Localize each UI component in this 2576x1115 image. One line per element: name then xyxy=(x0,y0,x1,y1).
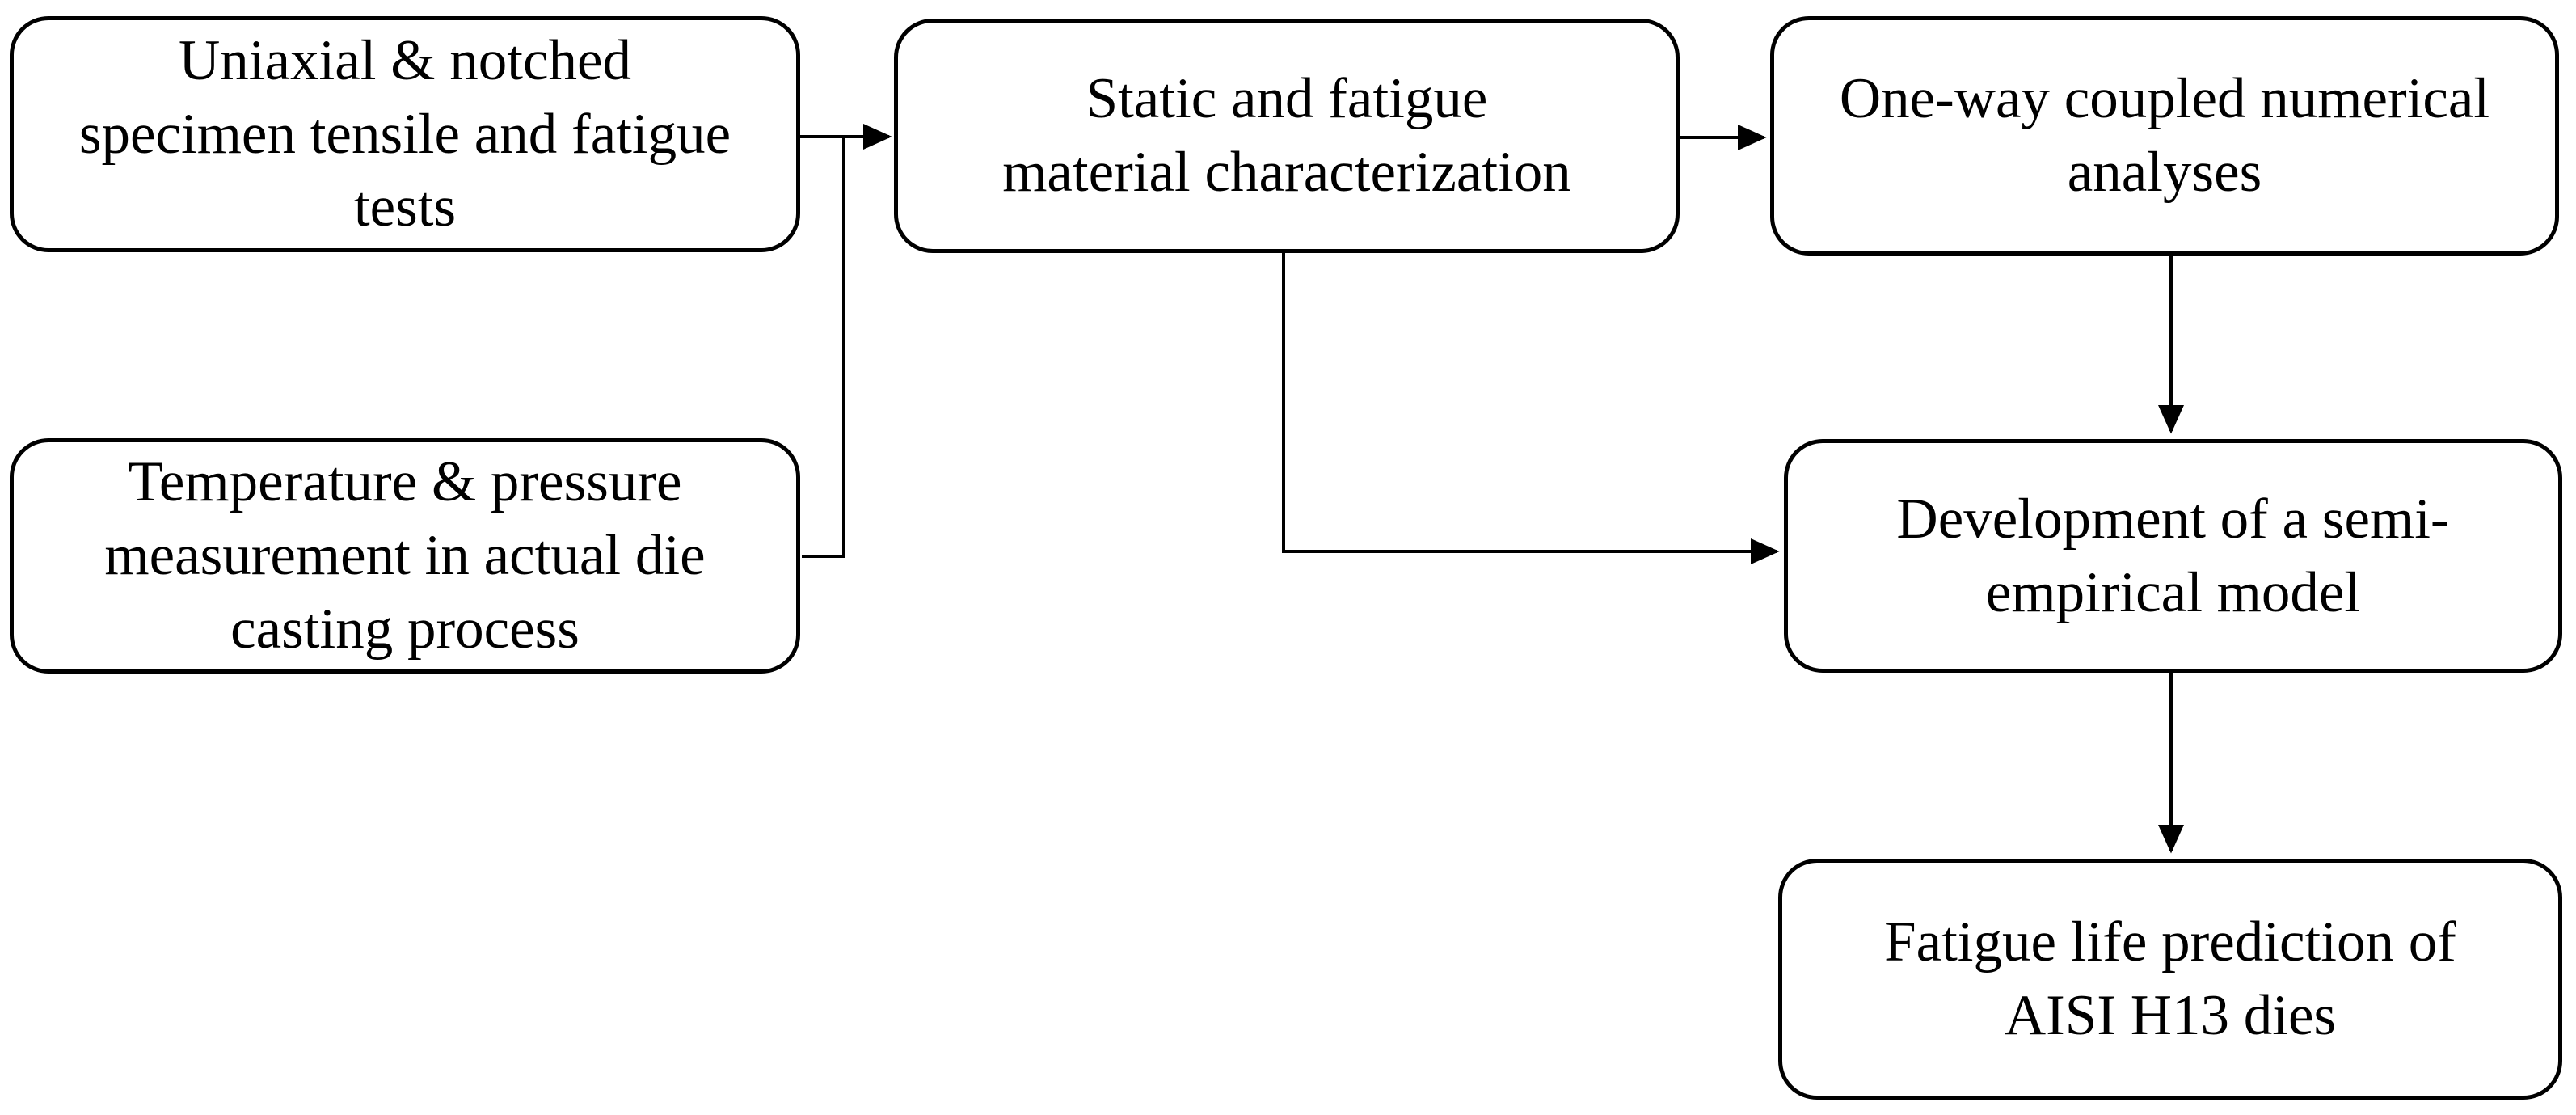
node-label: Uniaxial & notched specimen tensile and … xyxy=(78,28,731,239)
node-fatigue-life-prediction: Fatigue life prediction of AISI H13 dies xyxy=(1778,859,2562,1100)
edge-temperature-merge xyxy=(802,137,845,558)
node-temperature-pressure: Temperature & pressure measurement in ac… xyxy=(10,438,800,674)
edge-characterization-to-model xyxy=(1282,253,1780,564)
node-label: Development of a semi- empirical model xyxy=(1896,487,2450,624)
node-label: Static and fatigue material characteriza… xyxy=(1002,67,1571,204)
node-semi-empirical-model: Development of a semi- empirical model xyxy=(1784,439,2562,673)
node-uniaxial-tests: Uniaxial & notched specimen tensile and … xyxy=(10,16,800,252)
node-label: Fatigue life prediction of AISI H13 dies xyxy=(1884,910,2456,1047)
node-label: Temperature & pressure measurement in ac… xyxy=(104,450,706,661)
node-static-fatigue-characterization: Static and fatigue material characteriza… xyxy=(894,19,1680,253)
node-label: One-way coupled numerical analyses xyxy=(1839,67,2490,204)
node-one-way-numerical-analyses: One-way coupled numerical analyses xyxy=(1770,16,2559,256)
